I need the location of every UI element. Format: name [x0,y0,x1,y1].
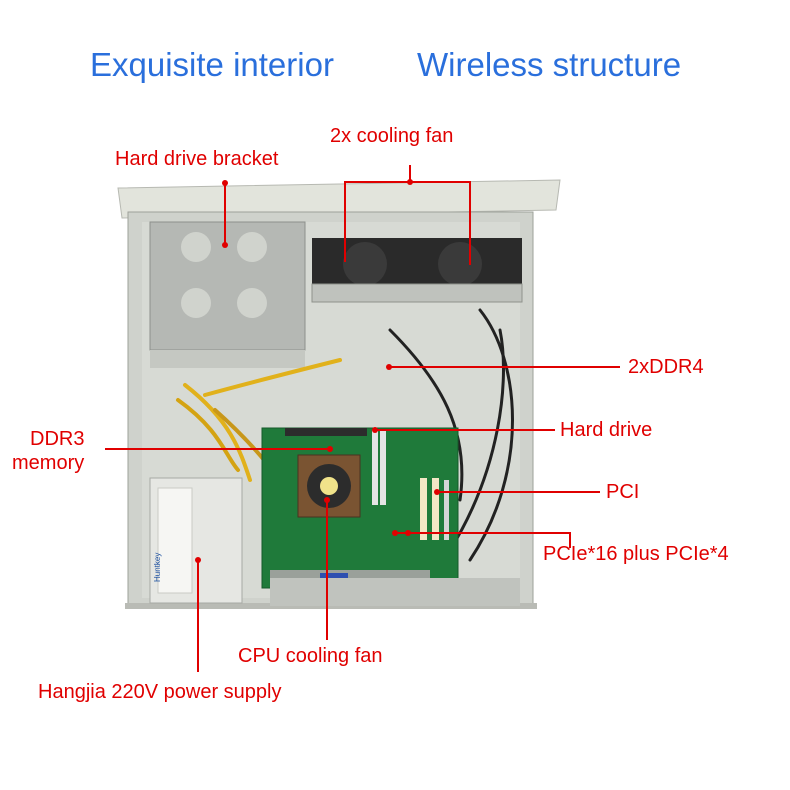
cooling-fans [311,238,523,303]
vent-grille [270,578,520,606]
label-power-supply: Hangjia 220V power supply [38,681,282,703]
power-supply: Huntkey [149,477,243,604]
psu-brand-text: Huntkey [153,553,162,582]
headline-exquisite-interior: Exquisite interior [90,46,334,83]
label-cooling-fan: 2x cooling fan [330,125,454,147]
cpu-cooling-fan [297,454,361,518]
label-pcie: PCIe*16 plus PCIe*4 [543,543,729,565]
label-hard-drive: Hard drive [560,419,653,441]
label-ddr3-line2: memory [12,452,85,474]
label-hard-drive-bracket: Hard drive bracket [115,148,279,170]
label-ddr3-line1: DDR3 [30,428,85,450]
headline-wireless-structure: Wireless structure [417,46,682,83]
label-pci: PCI [606,481,640,503]
callout-dots [195,179,440,563]
label-ddr4: 2xDDR4 [628,356,704,378]
label-cpu-cooling-fan: CPU cooling fan [238,645,383,667]
cables [176,308,514,562]
hard-drive-bracket [149,221,306,368]
